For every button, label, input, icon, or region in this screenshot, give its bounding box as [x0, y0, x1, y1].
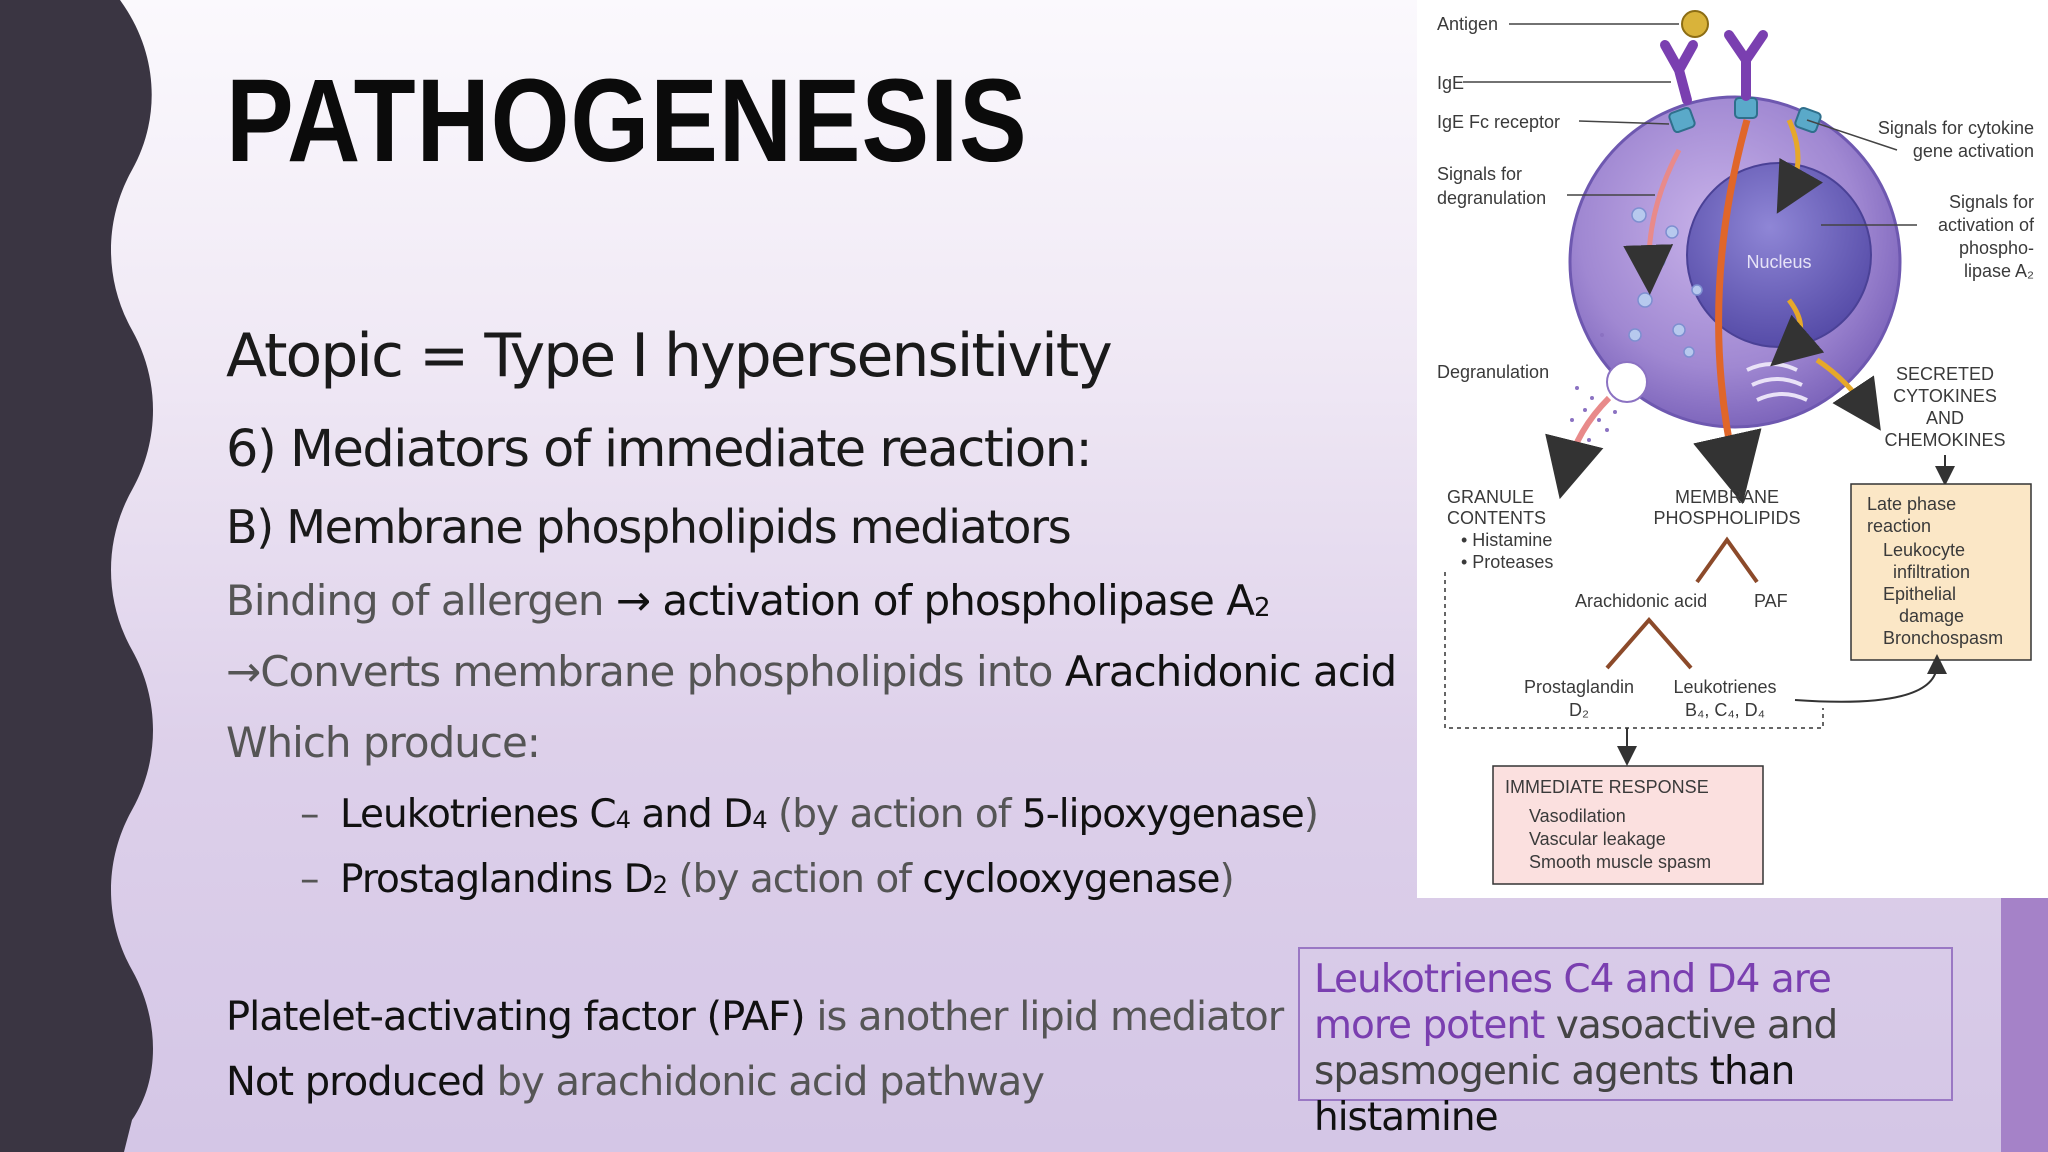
label-granule: • Proteases	[1461, 552, 1553, 572]
bullet-text: )	[1219, 857, 1235, 902]
label-nucleus: Nucleus	[1746, 252, 1811, 272]
subscript: 2	[652, 871, 668, 900]
label-secreted: AND	[1926, 408, 1964, 428]
immediate-response-text: Smooth muscle spasm	[1529, 852, 1711, 872]
callout-highlight: Leukotrienes C4 and D4 are more potent	[1314, 957, 1832, 1048]
label-antigen: Antigen	[1437, 14, 1498, 34]
section-heading: B) Membrane phospholipids mediators	[226, 500, 1072, 554]
late-phase-text: Epithelial	[1883, 584, 1956, 604]
convert-text: Converts membrane phospholipids into	[260, 647, 1065, 696]
late-phase-box	[1850, 483, 2032, 661]
label-granule: CONTENTS	[1447, 508, 1546, 528]
not-produced-text: by arachidonic acid pathway	[484, 1059, 1045, 1105]
late-phase-text: damage	[1899, 606, 1964, 626]
immediate-response-text: Vasodilation	[1529, 806, 1626, 826]
left-wavy-sidebar	[0, 0, 153, 1152]
heading: Atopic = Type I hypersensitivity	[226, 321, 1113, 391]
label-ige-fc: IgE Fc receptor	[1437, 112, 1560, 132]
immediate-response-text: IMMEDIATE RESPONSE	[1505, 777, 1709, 797]
paf-line: Platelet-activating factor (PAF) is anot…	[226, 994, 1284, 1040]
label-cytokine: gene activation	[1913, 141, 2034, 161]
bullet-text: )	[1303, 792, 1319, 837]
label-ige: IgE	[1437, 73, 1464, 93]
paf-text: is another lipid mediator	[804, 994, 1284, 1040]
label-secreted: CHEMOKINES	[1884, 430, 2005, 450]
label-degranulation: Degranulation	[1437, 362, 1549, 382]
label-granule: GRANULE	[1447, 487, 1534, 507]
label-leukotrienes: B₄, C₄, D₄	[1685, 700, 1765, 720]
callout-box: Leukotrienes C4 and D4 are more potent v…	[1298, 947, 1953, 1140]
label-signals-degran: degranulation	[1437, 188, 1546, 208]
accent-bar	[2001, 898, 2048, 1152]
subscript: 4	[752, 806, 767, 835]
bullet-leukotrienes: –Leukotrienes C4 and D4 (by action of 5-…	[300, 792, 1319, 837]
label-granule: • Histamine	[1461, 530, 1552, 550]
label-pla2: lipase A₂	[1964, 261, 2034, 281]
label-arachidonic: Arachidonic acid	[1575, 591, 1707, 611]
binding-line: Binding of allergen → activation of phos…	[226, 580, 1270, 622]
label-secreted: CYTOKINES	[1893, 386, 1997, 406]
slide-title: PATHOGENESIS	[226, 55, 1028, 187]
label-signals-degran: Signals for	[1437, 164, 1522, 184]
label-secreted: SECRETED	[1896, 364, 1994, 384]
arachidonic-text: Arachidonic acid	[1064, 647, 1397, 696]
not-produced-term: Not produced	[226, 1059, 486, 1105]
activation-text: activation of phospholipase A	[650, 576, 1255, 625]
bullet-text: Leukotrienes C	[340, 792, 617, 837]
late-phase-text: Leukocyte	[1883, 540, 1965, 560]
callout-text: vasoactive and spasmogenic agents	[1314, 1003, 1838, 1094]
bullet-text: Prostaglandins D	[340, 857, 654, 902]
subscript: 2	[1253, 593, 1271, 624]
bullet-dash: –	[300, 857, 320, 902]
enzyme-text: cyclooxygenase	[922, 857, 1220, 902]
arrow-glyph: →	[226, 647, 261, 696]
antigen-shape	[1681, 10, 1709, 38]
binding-text: Binding of allergen	[226, 576, 616, 625]
enzyme-text: 5-lipoxygenase	[1021, 792, 1305, 837]
produce-line: Which produce:	[226, 718, 541, 767]
label-pla2: Signals for	[1949, 192, 2034, 212]
callout-emphasis: than histamine	[1314, 1049, 1795, 1140]
not-produced-line: Not produced by arachidonic acid pathway	[226, 1059, 1045, 1105]
bullet-text: (by action of	[766, 792, 1022, 837]
label-pgd: Prostaglandin	[1524, 677, 1634, 697]
bullet-dash: –	[300, 792, 320, 837]
bullet-prostaglandins: –Prostaglandins D2 (by action of cycloox…	[300, 857, 1235, 902]
subscript: 4	[615, 806, 631, 835]
dots	[1570, 333, 1617, 442]
mast-cell-diagram: Antigen IgE IgE Fc receptor Signals for …	[1417, 0, 2048, 898]
arrow-glyph: →	[615, 576, 651, 625]
late-phase-text: reaction	[1867, 516, 1931, 536]
label-paf: PAF	[1754, 591, 1788, 611]
bullet-text: (by action of	[667, 857, 923, 902]
label-pla2: activation of	[1938, 215, 2035, 235]
late-phase-text: Bronchospasm	[1883, 628, 2003, 648]
immediate-response-box	[1492, 765, 1764, 885]
label-leukotrienes: Leukotrienes	[1673, 677, 1776, 697]
immediate-response-text: Vascular leakage	[1529, 829, 1666, 849]
convert-line: →Converts membrane phospholipids into Ar…	[226, 651, 1397, 693]
bullet-text: and D	[630, 792, 753, 837]
late-phase-text: infiltration	[1893, 562, 1970, 582]
label-membrane: PHOSPHOLIPIDS	[1653, 508, 1800, 528]
label-pgd: D₂	[1569, 700, 1589, 720]
label-pla2: phospho-	[1959, 238, 2034, 258]
label-membrane: MEMBRANE	[1675, 487, 1779, 507]
subheading: 6) Mediators of immediate reaction:	[226, 420, 1093, 479]
late-phase-text: Late phase	[1867, 494, 1956, 514]
label-cytokine: Signals for cytokine	[1878, 118, 2034, 138]
paf-term: Platelet-activating factor (PAF)	[226, 994, 806, 1040]
